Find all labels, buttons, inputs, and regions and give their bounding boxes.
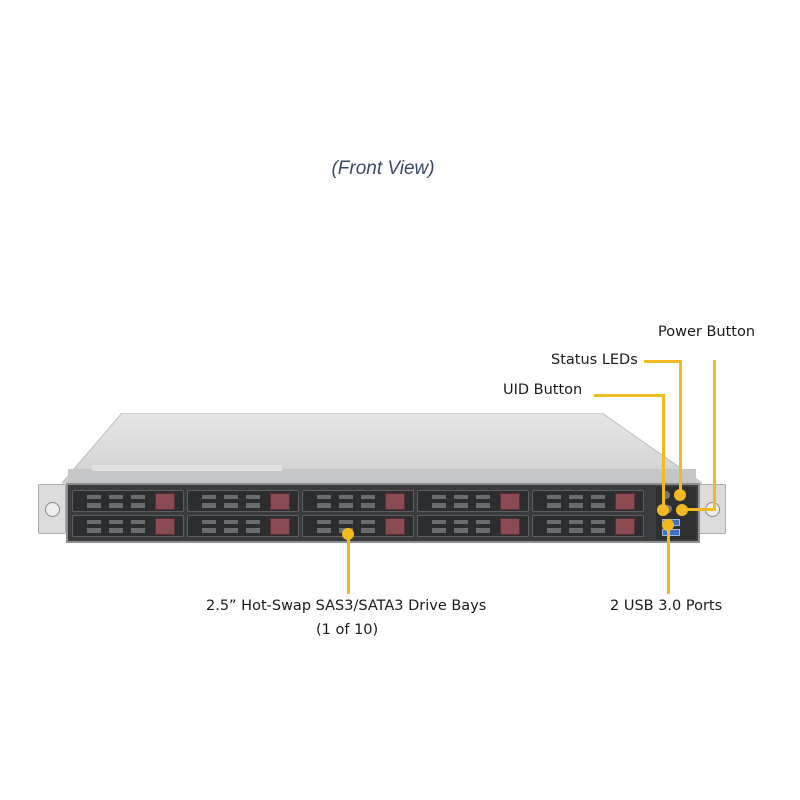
left-rack-ear (38, 484, 66, 534)
drive-latch-icon (615, 493, 635, 510)
usb-ports-label: 2 USB 3.0 Ports (610, 598, 723, 614)
drive-bays-label: 2.5” Hot-Swap SAS3/SATA3 Drive Bays (206, 598, 487, 614)
usb-ports-callout-line (667, 525, 670, 594)
drive-bay-1[interactable] (72, 490, 184, 512)
drive-bay-6[interactable] (72, 515, 184, 537)
uid-button-callout-line (662, 394, 665, 506)
drive-latch-icon (385, 493, 405, 510)
drive-latch-icon (270, 493, 290, 510)
status-leds-callout-line (644, 360, 681, 363)
drive-bay-9[interactable] (417, 515, 529, 537)
uid-button-callout-line (594, 394, 664, 397)
status-led-icon (662, 491, 670, 499)
drive-bay-8[interactable] (302, 515, 414, 537)
thumbscrew-icon (45, 502, 60, 517)
drive-latch-icon (155, 518, 175, 535)
drive-latch-icon (500, 493, 520, 510)
status-leds-label: Status LEDs (551, 352, 638, 368)
drive-latch-icon (615, 518, 635, 535)
drive-bay-10[interactable] (532, 515, 644, 537)
page-title: (Front View) (331, 158, 435, 179)
power-button-callout-line (713, 360, 716, 510)
drive-bay-2[interactable] (187, 490, 299, 512)
drive-bays-count-label: (1 of 10) (316, 622, 379, 638)
drive-latch-icon (500, 518, 520, 535)
drive-bay-callout-line (347, 534, 350, 594)
drive-bay-7[interactable] (187, 515, 299, 537)
chassis-top-cover (62, 413, 702, 484)
power-button-label: Power Button (658, 324, 756, 340)
drive-bay-3[interactable] (302, 490, 414, 512)
drive-bay-4[interactable] (417, 490, 529, 512)
drive-latch-icon (270, 518, 290, 535)
status-leds-marker (674, 489, 686, 501)
power-button-marker (676, 504, 688, 516)
uid-button-marker (657, 504, 669, 516)
drive-latch-icon (155, 493, 175, 510)
status-leds-callout-line (679, 360, 682, 491)
power-button-callout-line (683, 508, 716, 511)
drive-bay-5[interactable] (532, 490, 644, 512)
uid-button-label: UID Button (503, 382, 583, 398)
drive-latch-icon (385, 518, 405, 535)
